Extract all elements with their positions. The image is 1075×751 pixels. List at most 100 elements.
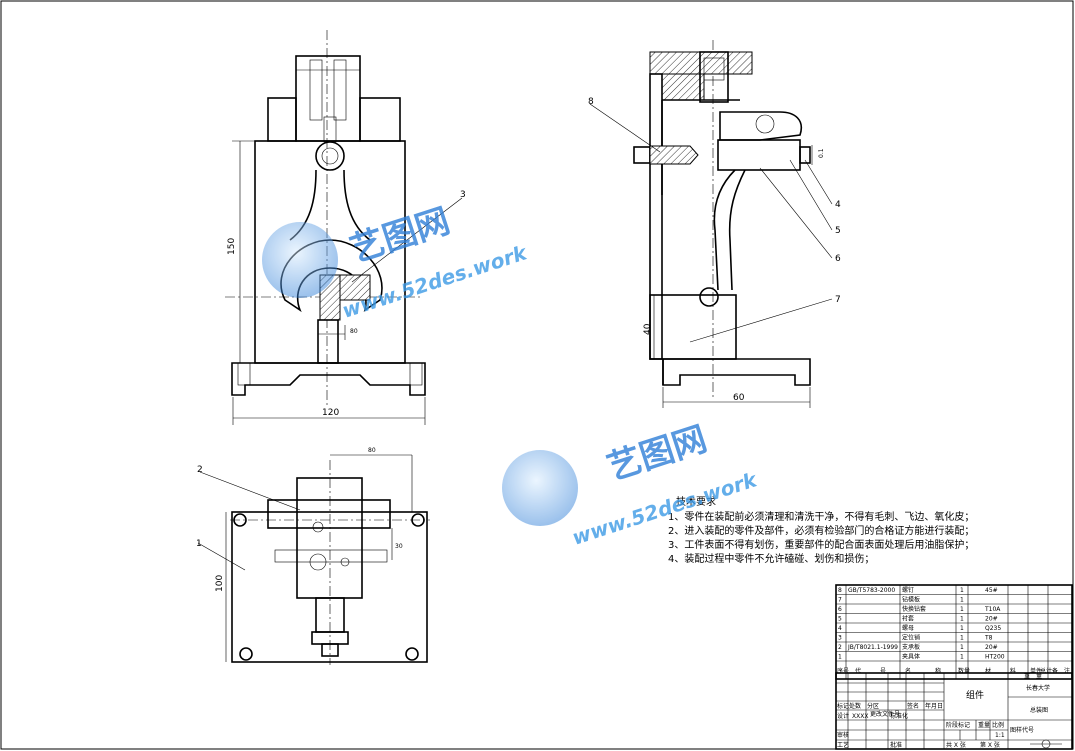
bom-header-cell: 称 (935, 667, 941, 675)
tech-notes-title: 技术要求 (676, 495, 716, 508)
callout-4: 4 (835, 200, 841, 210)
bom-qty: 1 (960, 587, 964, 594)
tb-stage: 阶段标记 (946, 721, 970, 729)
title-block: 标记 处数 分区 更改文件号 签名 年月日 设计 XXXX 标准化 审核 工艺 … (835, 672, 1073, 750)
tb-change: 更改文件号 (870, 710, 900, 718)
bom-name: 钻模板 (902, 596, 920, 604)
bom-header-weight: 重 量 (1024, 672, 1042, 680)
tb-scale-label: 比例 (992, 721, 1004, 729)
bom-name: 螺钉 (902, 586, 914, 594)
dim-top-height: 100 (215, 575, 225, 592)
callout-6: 6 (835, 254, 841, 264)
dim-side-width: 60 (733, 393, 745, 403)
tb-design: 设计 (837, 712, 849, 720)
bom-header-cell: 材 (985, 667, 991, 675)
dim-front-inner: 80 (350, 328, 358, 335)
callout-5: 5 (835, 226, 841, 236)
bom-name: 支承板 (902, 643, 920, 651)
bom-no: 3 (838, 635, 842, 642)
tb-count: 处数 (849, 702, 861, 710)
tech-note-3: 3、工件表面不得有划伤，重要部件的配合面表面处理后用油脂保护； (668, 538, 974, 551)
tb-zone: 分区 (867, 702, 879, 710)
tb-scale: 1:1 (995, 732, 1005, 739)
bom-no: 8 (838, 587, 842, 594)
dim-side-small: 0.1 (818, 148, 825, 158)
bom-material: 45# (985, 587, 998, 594)
bom-header-cell: 总计 (1040, 667, 1052, 675)
bom-name: 定位销 (902, 634, 920, 642)
bom-no: 2 (838, 644, 842, 651)
tb-sheet-total: 共 X 张 (946, 741, 966, 749)
tech-note-2: 2、进入装配的零件及部件，必须有检验部门的合格证方能进行装配； (668, 524, 974, 537)
bom-qty: 1 (960, 616, 964, 623)
watermark-url-2: www.52des.work (569, 467, 761, 550)
tb-group: 组件 (966, 689, 984, 701)
dim-top-width: 80 (368, 447, 376, 454)
tb-process: 工艺 (837, 741, 849, 749)
dim-front-width: 120 (322, 408, 339, 418)
bom-no: 7 (838, 597, 842, 604)
bom-header-cell: 料 (1010, 667, 1016, 675)
tb-design-name: XXXX (852, 713, 868, 720)
tb-review: 审核 (837, 731, 849, 739)
tech-note-1: 1、零件在装配前必须清理和清洗干净，不得有毛刺、飞边、氧化皮； (668, 510, 974, 523)
bom-qty: 1 (960, 625, 964, 632)
side-view: 60 40 0.1 8 4 5 6 7 (588, 40, 841, 408)
bom-header-cell: 名 (905, 667, 911, 675)
callout-2: 2 (197, 465, 203, 475)
bom-header-cell: 代 (855, 667, 861, 675)
tb-sheet-no: 第 X 张 (980, 741, 1000, 749)
tech-note-4: 4、装配过程中零件不允许磕碰、划伤和损伤； (668, 552, 874, 565)
tb-weight: 重量 (978, 721, 990, 729)
bom-qty: 1 (960, 635, 964, 642)
tb-mark: 标记 (837, 702, 849, 710)
bom-qty: 1 (960, 597, 964, 604)
bom-header-cell: 注 (1064, 667, 1070, 675)
bom-material: HT200 (985, 654, 1005, 661)
bom-code: JB/T8021.1-1999 (847, 644, 898, 651)
watermark-brand-1: 艺图网 (345, 201, 454, 271)
bom-header-cell: 号 (880, 668, 886, 675)
dim-top-small: 30 (395, 543, 403, 550)
bom-name: 快换钻套 (902, 605, 926, 613)
tb-drawing-code: 图样代号 (1010, 726, 1034, 734)
callout-1: 1 (196, 539, 202, 549)
bom-qty: 1 (960, 644, 964, 651)
tb-std: 标准化 (890, 712, 908, 720)
bom-header-cell: 单件 (1030, 667, 1042, 675)
callout-3: 3 (460, 190, 466, 200)
bom-header-cell: 备 (1052, 667, 1058, 675)
bom-header-cell: 数量 (958, 667, 970, 675)
tb-drawing: 总装图 (1030, 706, 1048, 714)
bom-material: T10A (984, 606, 1001, 613)
bom-material: T8 (984, 635, 993, 642)
callout-8: 8 (588, 97, 594, 107)
bom-no: 5 (838, 616, 842, 623)
tb-sign: 签名 (907, 702, 919, 710)
bom-name: 夹具体 (902, 653, 920, 661)
tb-date: 年月日 (925, 702, 943, 710)
tb-approve: 批准 (890, 741, 902, 749)
watermark-brand-2: 艺图网 (602, 419, 711, 489)
top-view: 100 80 30 2 1 (196, 447, 430, 665)
bom-name: 衬套 (902, 615, 914, 623)
bom-code: GB/T5783-2000 (848, 587, 895, 594)
watermark-1: 艺图网 www.52des.work (262, 201, 531, 323)
bom-material: 20# (985, 616, 998, 623)
dim-front-height: 150 (227, 238, 237, 255)
front-view: 120 150 80 3 (225, 30, 466, 425)
bom-qty: 1 (960, 654, 964, 661)
bom-material: Q235 (985, 625, 1001, 632)
tb-school: 长春大学 (1026, 684, 1050, 692)
bom-no: 6 (838, 606, 842, 613)
bom-name: 螺母 (902, 624, 914, 632)
bom-material: 20# (985, 644, 998, 651)
bom-qty: 1 (960, 606, 964, 613)
bom-no: 1 (838, 654, 842, 661)
technical-requirements: 技术要求 1、零件在装配前必须清理和清洗干净，不得有毛刺、飞边、氧化皮； 2、进… (668, 495, 974, 565)
dim-side-height: 40 (643, 323, 653, 335)
bom-header-cell: 序号 (837, 667, 849, 675)
